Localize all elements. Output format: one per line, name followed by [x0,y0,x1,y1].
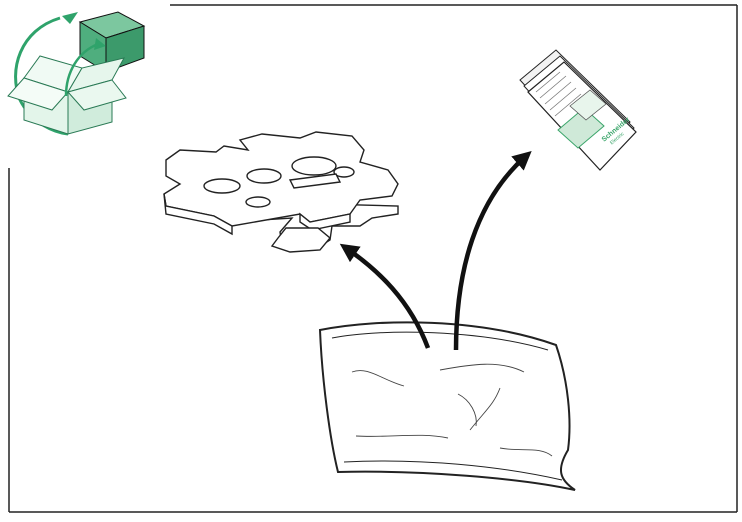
arrow-to-booklet [453,151,532,351]
diagram-frame [8,4,738,513]
mounting-plate-icon [163,131,399,253]
instruction-booklet-icon: Schneider Electric [519,49,637,171]
arrow-to-plate [339,243,431,349]
plastic-bag-icon [318,321,576,491]
unpacking-box-icon [7,11,146,136]
